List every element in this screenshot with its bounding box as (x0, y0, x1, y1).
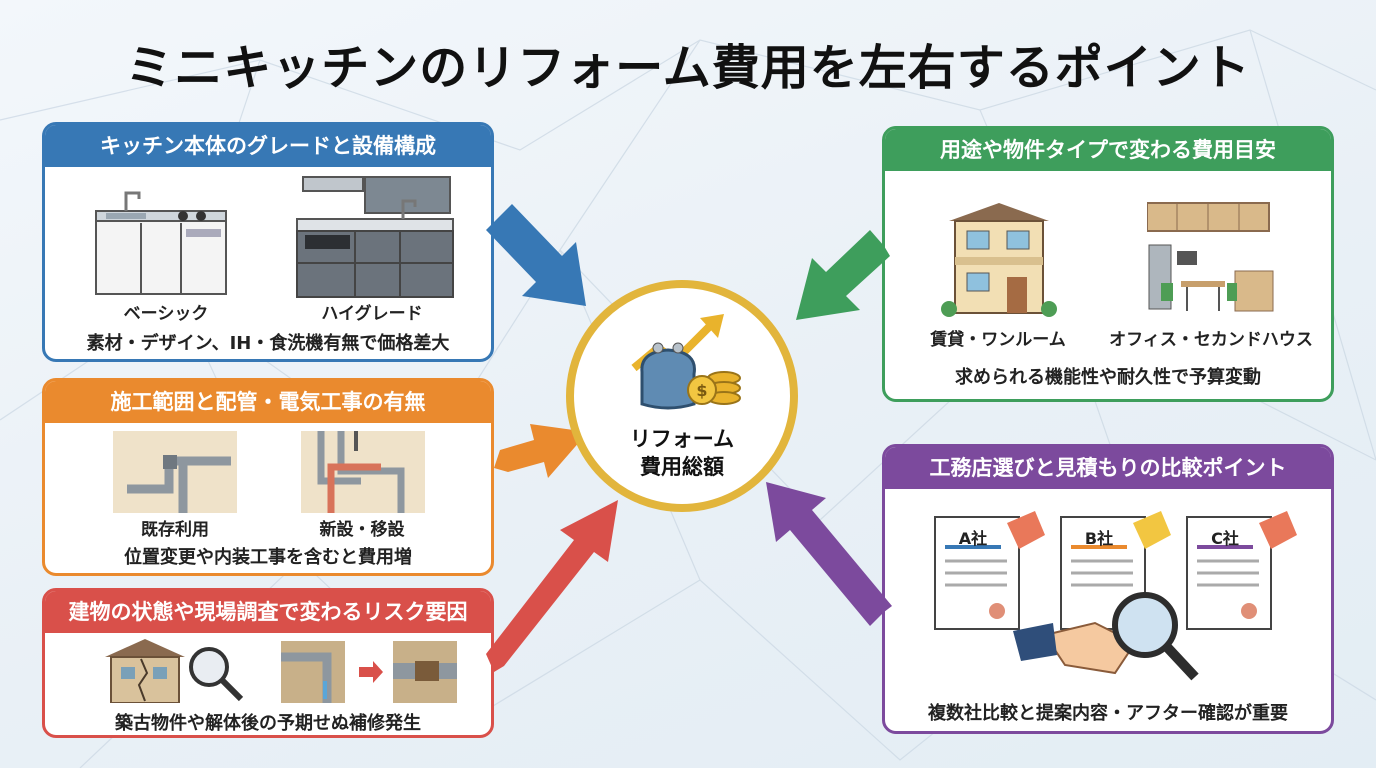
center-total-cost: $ リフォーム 費用総額 (566, 280, 798, 512)
doc-label-a: A社 (958, 529, 988, 548)
card-heading: 建物の状態や現場調査で変わるリスク要因 (45, 591, 491, 633)
quote-comparison-illustration (934, 511, 1297, 681)
basic-kitchen-illustration (95, 191, 227, 295)
card-note: 複数社比較と提案内容・アフター確認が重要 (928, 703, 1288, 724)
card-contractor-comparison: 工務店選びと見積もりの比較ポイント (882, 444, 1334, 734)
label-rental: 賃貸・ワンルーム (930, 330, 1066, 350)
label-new-relocate: 新設・移設 (319, 520, 405, 540)
card-heading: 用途や物件タイプで変わる費用目安 (885, 129, 1331, 171)
card-usage-type: 用途や物件タイプで変わる費用目安 賃貸・ワンルーム オフィス・セカンドハウス 求… (882, 126, 1334, 402)
old-house-inspection-illustration (105, 639, 244, 703)
card-kitchen-grade: キッチン本体のグレードと設備構成 ベーシック ハイグレード 素材・デザイン、IH… (42, 122, 494, 362)
label-basic: ベーシック (123, 304, 209, 324)
card-risk-factors: 建物の状態や現場調査で変わるリスク要因 築古物件や解体後の予期せぬ補修発生 (42, 588, 494, 738)
page-title: ミニキッチンのリフォーム費用を左右するポイント (125, 40, 1251, 96)
card-heading: キッチン本体のグレードと設備構成 (45, 125, 491, 167)
card-note: 素材・デザイン、IH・食洗機有無で価格差大 (86, 333, 450, 354)
office-kitchen-illustration (1147, 202, 1274, 312)
doc-label-b: B社 (1084, 529, 1114, 548)
high-grade-kitchen-illustration (296, 176, 454, 298)
card-heading: 施工範囲と配管・電気工事の有無 (45, 381, 491, 423)
label-existing: 既存利用 (141, 520, 209, 540)
label-high-grade: ハイグレード (321, 304, 423, 324)
apartment-building-illustration (941, 203, 1057, 317)
svg-text:$: $ (696, 381, 707, 400)
center-label-line2: 費用総額 (640, 455, 724, 479)
new-pipe-illustration (301, 431, 425, 513)
center-label-line1: リフォーム (629, 427, 735, 451)
coin-purse-chart-icon: $ (631, 314, 741, 410)
card-note: 築古物件や解体後の予期せぬ補修発生 (115, 713, 421, 734)
existing-pipe-illustration (113, 431, 237, 513)
pipe-leak-repair-illustration (281, 641, 457, 703)
label-office: オフィス・セカンドハウス (1109, 330, 1313, 350)
card-construction-scope: 施工範囲と配管・電気工事の有無 既存利用 新設・移設 位置変更や内装工事を含むと… (42, 378, 494, 576)
doc-label-c: C社 (1211, 529, 1239, 548)
card-note: 位置変更や内装工事を含むと費用増 (124, 547, 412, 568)
card-heading: 工務店選びと見積もりの比較ポイント (885, 447, 1331, 489)
card-note: 求められる機能性や耐久性で予算変動 (955, 367, 1261, 388)
